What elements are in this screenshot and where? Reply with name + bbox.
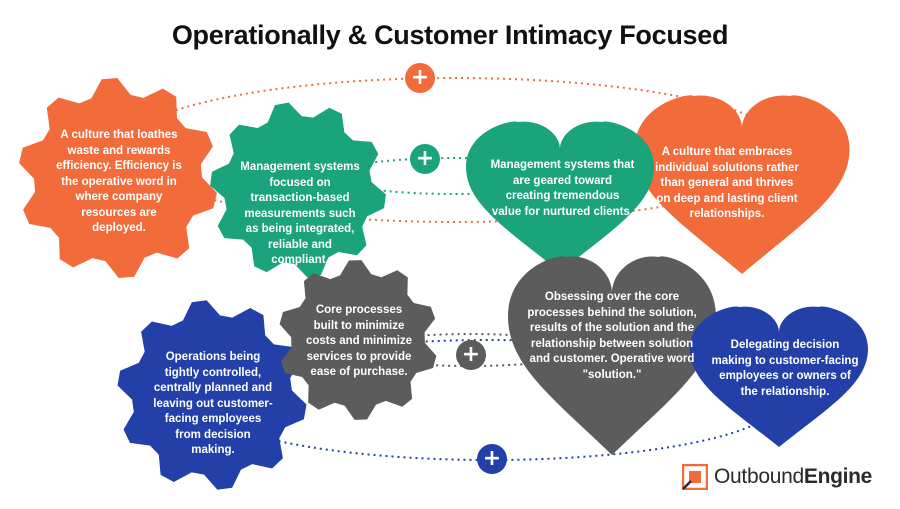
logo-text: OutboundEngine (714, 465, 872, 489)
plus-icon-orange: + (405, 63, 435, 93)
blue-gear (117, 300, 307, 490)
plus-icon-blue: + (477, 444, 507, 474)
logo-text-outbound: Outbound (714, 465, 804, 488)
green-gear-text: Management systems focused on transactio… (240, 161, 360, 266)
gray-gear (279, 260, 437, 420)
blue-gear-text: Operations being tightly controlled, cen… (153, 351, 273, 456)
orange-gear-text: A culture that loathes waste and rewards… (56, 129, 182, 234)
green-gear (210, 102, 386, 278)
orange-gear (19, 78, 217, 278)
page-title: Operationally & Customer Intimacy Focuse… (171, 20, 729, 50)
plus-icon-green: + (410, 144, 440, 174)
green-heart-text: Management systems that are geared towar… (490, 159, 635, 218)
logo-text-engine: Engine (803, 465, 873, 488)
gray-gear-text: Core processes built to minimize costs a… (305, 304, 413, 378)
outboundengine-logo-icon (682, 464, 708, 490)
gray-heart (508, 256, 716, 455)
blue-heart-text: Delegating decision making to customer-f… (711, 339, 859, 398)
orange-heart (634, 95, 850, 274)
orange-heart-text: A culture that embraces individual solut… (655, 146, 799, 220)
gray-heart-text: Obsessing over the core processes behind… (527, 291, 697, 381)
green-heart (466, 121, 654, 273)
outboundengine-logo: OutboundEngine (682, 462, 872, 492)
blue-heart (690, 306, 868, 447)
plus-icon-gray: + (456, 340, 486, 370)
